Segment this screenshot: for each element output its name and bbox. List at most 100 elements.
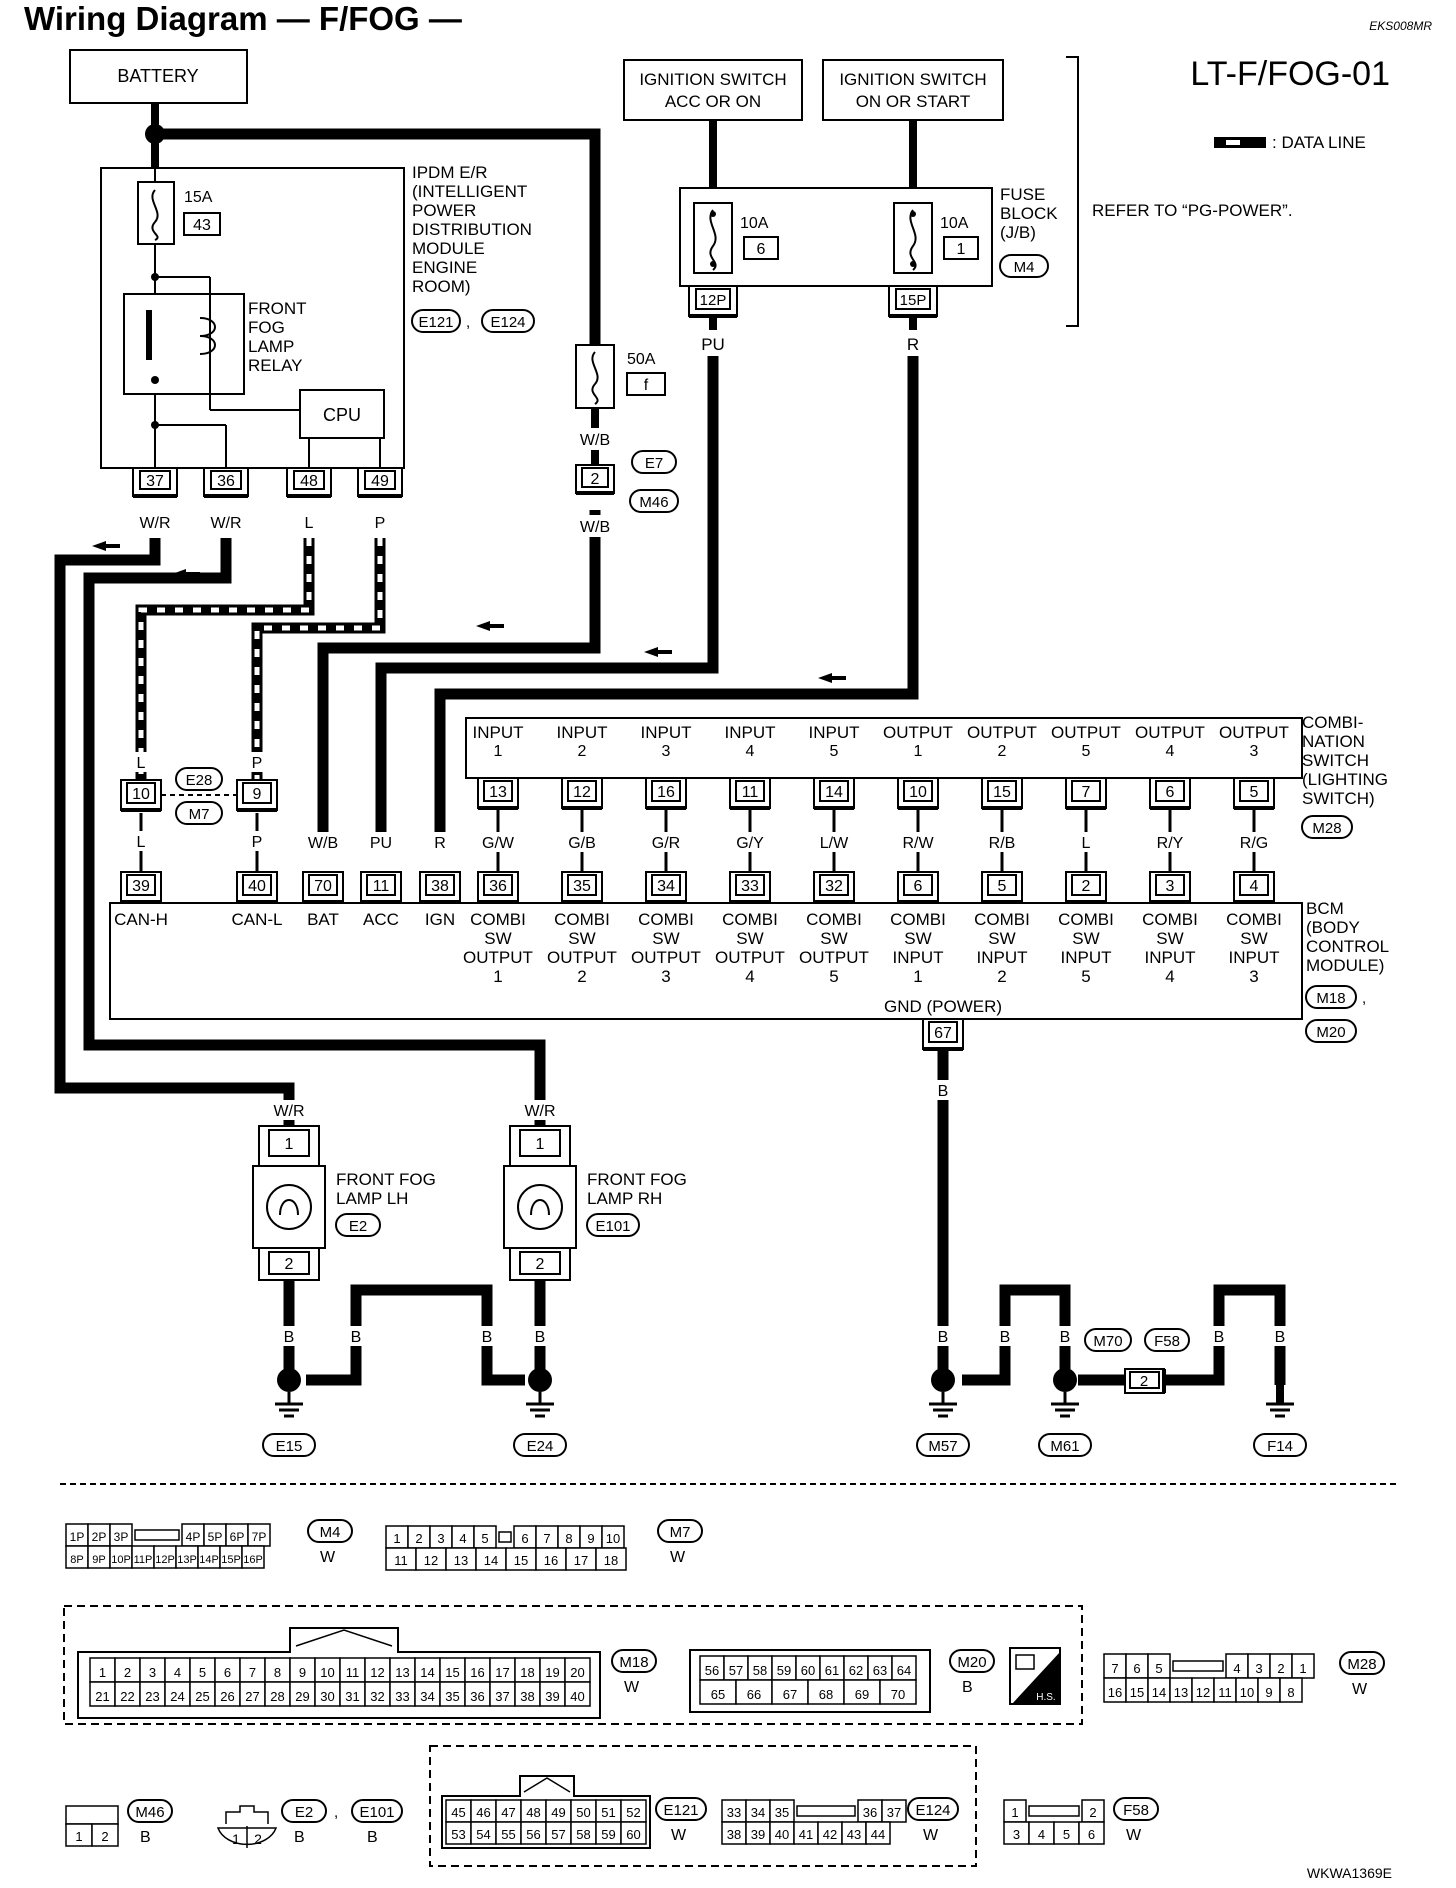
- ipdm-pin-49: 49: [371, 473, 389, 490]
- fuse-block-label-2: BLOCK: [1000, 204, 1058, 223]
- m18-cell-32: 32: [370, 1689, 384, 1704]
- combi-terminal-name: INPUT: [473, 723, 524, 742]
- joint-connector-e28: E28: [186, 772, 213, 789]
- m7-color: W: [670, 1549, 686, 1566]
- m18-cell-18: 18: [520, 1665, 534, 1680]
- bcm-combi-label-line: SW: [736, 929, 763, 948]
- bcm-combi-label-line: INPUT: [1061, 948, 1112, 967]
- e121-cell-50: 50: [576, 1805, 590, 1820]
- ipdm-label-7: ROOM): [412, 277, 471, 296]
- ipdm-connector-e121: E121: [418, 314, 453, 331]
- doc-code: EKS008MR: [1369, 19, 1432, 33]
- e124-cell-35: 35: [775, 1805, 789, 1820]
- e121-cell-59: 59: [601, 1827, 615, 1842]
- ipdm-wire-48: L: [305, 515, 314, 532]
- wire-harness: [54, 84, 1286, 1386]
- combi-switch-label-1: COMBI-: [1302, 713, 1363, 732]
- m20-cell-64: 64: [897, 1663, 911, 1678]
- e121-cell-45: 45: [451, 1805, 465, 1820]
- ground-e15: E15: [276, 1438, 303, 1455]
- m20-id: M20: [957, 1654, 986, 1671]
- m4-cell-16P: 16P: [243, 1554, 263, 1566]
- e101-id: E101: [359, 1804, 394, 1821]
- m28-cell-9: 9: [1265, 1685, 1272, 1700]
- m18-cell-13: 13: [395, 1665, 409, 1680]
- bcm-label-2: (BODY: [1306, 918, 1360, 937]
- fusible-link-wire-top: W/B: [580, 432, 610, 449]
- hs-icon: H.S.: [1009, 1647, 1061, 1705]
- m18-cell-26: 26: [220, 1689, 234, 1704]
- m4-cell-7P: 7P: [252, 1530, 267, 1544]
- combi-pin-11: 11: [742, 784, 759, 801]
- e121-id: E121: [663, 1802, 698, 1819]
- combi-wire-16: G/R: [652, 835, 680, 852]
- current-arrows: [92, 541, 846, 683]
- combi-terminal-name: OUTPUT: [967, 723, 1037, 742]
- ignition-start-line1: IGNITION SWITCH: [839, 70, 986, 89]
- e2-cell-2: 2: [254, 1831, 262, 1847]
- bcm-label-1: BCM: [1306, 899, 1344, 918]
- bcm-label-3: CONTROL: [1306, 937, 1389, 956]
- fuse-right-wire: R: [907, 335, 919, 354]
- fog-lamp-wire-bottom: B: [535, 1329, 546, 1346]
- f58-cell-1: 1: [1011, 1805, 1018, 1820]
- bcm-gnd-wire: B: [938, 1083, 949, 1100]
- ground-wire-1: B: [938, 1329, 949, 1346]
- m4-color: W: [320, 1549, 336, 1566]
- m46-cell-1: 1: [75, 1829, 82, 1844]
- m28-cell-4: 4: [1233, 1661, 1240, 1676]
- bcm-pin-35: 35: [573, 878, 591, 895]
- diagram-title: Wiring Diagram — F/FOG —: [24, 0, 462, 37]
- ground-splice-m61: [1053, 1368, 1077, 1392]
- m18-cell-19: 19: [545, 1665, 559, 1680]
- combi-switch-label-4: (LIGHTING: [1302, 770, 1388, 789]
- fog-lamp-pin-bottom: 2: [285, 1256, 294, 1273]
- combi-wire-12: G/B: [568, 835, 596, 852]
- m28-cell-11: 11: [1218, 1685, 1232, 1700]
- m4-cell-5P: 5P: [208, 1530, 223, 1544]
- combi-pin-12: 12: [573, 784, 591, 801]
- m18-cell-16: 16: [470, 1665, 484, 1680]
- m7-cell-11: 11: [394, 1553, 408, 1568]
- wire-w-r-rh: [83, 538, 546, 1126]
- m18-cell-14: 14: [420, 1665, 434, 1680]
- combi-switch-label-3: SWITCH: [1302, 751, 1369, 770]
- combi-terminal-num: 4: [1166, 743, 1175, 760]
- fusible-link-amps: 50A: [627, 351, 656, 368]
- m20-cell-67: 67: [783, 1687, 797, 1702]
- bcm-combi-label-line: 4: [745, 967, 754, 986]
- bcm-combi-label-line: INPUT: [1145, 948, 1196, 967]
- bcm-pin-5: 5: [998, 878, 1007, 895]
- combi-wire-10: R/W: [902, 835, 934, 852]
- m28-cell-7: 7: [1111, 1661, 1118, 1676]
- m18-cell-29: 29: [295, 1689, 309, 1704]
- m4-cell-15P: 15P: [221, 1554, 241, 1566]
- ipdm-wire-49: P: [375, 515, 386, 532]
- m18-cell-28: 28: [270, 1689, 284, 1704]
- ipdm-connector-e124: E124: [490, 314, 525, 331]
- fog-lamp-pin-top: 1: [536, 1136, 545, 1153]
- bcm-wire-38: R: [434, 835, 446, 852]
- m18-cell-10: 10: [320, 1665, 334, 1680]
- fusible-link-pin: 2: [591, 471, 600, 488]
- m28-cell-5: 5: [1155, 1661, 1162, 1676]
- combi-pin-15: 15: [993, 784, 1011, 801]
- m7-cell-4: 4: [459, 1531, 466, 1546]
- m18-cell-22: 22: [120, 1689, 134, 1704]
- f58-cell-3: 3: [1013, 1827, 1020, 1842]
- bcm-combi-label-line: OUTPUT: [631, 948, 701, 967]
- fuse-left-amps: 10A: [740, 215, 769, 232]
- e121-cell-48: 48: [526, 1805, 540, 1820]
- m4-cell-3P: 3P: [114, 1530, 129, 1544]
- m4-cell-8P: 8P: [70, 1554, 83, 1566]
- ipdm-cpu-label: CPU: [323, 405, 361, 425]
- ground-wire-5: B: [1275, 1329, 1286, 1346]
- svg-text:,: ,: [466, 314, 470, 331]
- m28-cell-12: 12: [1196, 1685, 1210, 1700]
